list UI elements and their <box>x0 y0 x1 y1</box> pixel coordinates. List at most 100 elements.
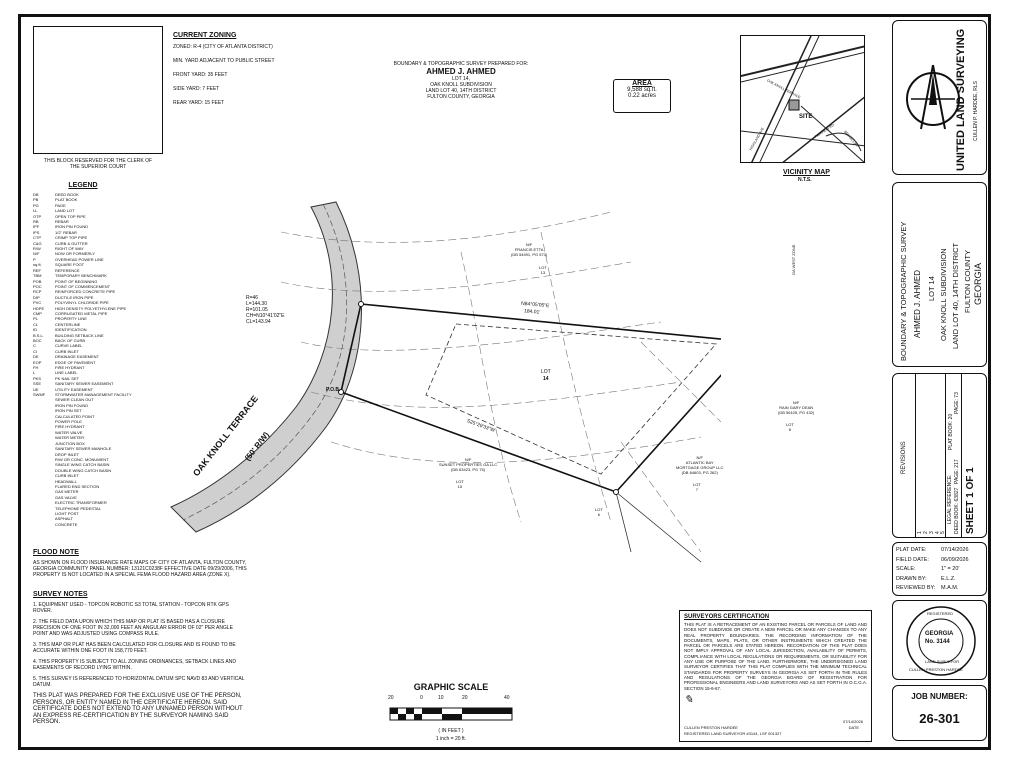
legend-description: R/W OR CONC. MONUMENT <box>55 456 109 462</box>
zoning-line: FRONT YARD: 35 FEET <box>173 72 228 78</box>
legend-abbreviation: SWMF <box>33 392 46 398</box>
legend-abbreviation: PL <box>33 316 38 322</box>
vicinity-map: SITE OAK KNOLL TERRACE FAIRVIEW RD HIGHL… <box>740 35 865 163</box>
plat-info-value: 06/09/2026 <box>941 556 969 563</box>
neighbor-owner: N/F FRANCIS ETTA (DB 54491, PG 573) <box>511 242 548 257</box>
legend-abbreviation: UE <box>33 386 39 392</box>
legend-abbreviation: CI <box>33 348 37 354</box>
seal-box: GEORGIA No. 3144 REGISTERED LAND SURVEYO… <box>892 600 987 680</box>
side-title-line: LAND LOT 40, 14TH DISTRICT <box>951 242 960 349</box>
legend-abbreviation: REF <box>33 267 41 273</box>
legend-abbreviation: POB <box>33 278 42 284</box>
legend-abbreviation <box>33 522 55 527</box>
legend-abbreviation: RB <box>33 219 39 225</box>
zoning-line: SIDE YARD: 7 FEET <box>173 86 220 92</box>
legend-item: ASPHALT <box>33 516 183 521</box>
area-acres: 0.22 acres <box>627 93 657 99</box>
graphic-scale: GRAPHIC SCALE 20 0 10 20 40 ( IN FEET ) … <box>386 682 516 742</box>
building-setback <box>425 323 717 475</box>
curve-data: R=46 L=144.30 R=101.05 CH=N10°41'02"E CL… <box>246 295 285 325</box>
title-land-lot: LAND LOT 40, 14TH DISTRICT <box>425 88 497 94</box>
legend-description: FLARED END SECTION <box>55 483 100 489</box>
legend-item: DROP INLET <box>33 452 183 457</box>
legal-ref-plat-page: PAGE: 73 <box>954 392 960 414</box>
legend-abbreviation: CMP <box>33 310 42 316</box>
scale-unit: ( IN FEET ) <box>438 728 464 734</box>
client-name: AHMED J. AHMED <box>426 67 496 76</box>
legend-abbreviation: TBM <box>33 273 42 279</box>
street-centerline <box>182 203 347 521</box>
area-sqft: 9,588 sq.ft. <box>627 87 657 93</box>
neighbor-lot: LOT 8 <box>786 422 794 432</box>
lot-label: LOT <box>541 369 551 375</box>
job-number-label: JOB NUMBER: <box>911 692 968 701</box>
iron-pin <box>613 489 619 495</box>
zoning-line: ZONED: R-4 (CITY OF ATLANTA DISTRICT) <box>173 44 273 50</box>
legend-description: REINFORCED CONCRETE PIPE <box>55 289 116 295</box>
graphic-scale-title: GRAPHIC SCALE <box>413 682 489 692</box>
scale-tick: 0 <box>420 695 423 701</box>
plat-info-label: PLAT DATE: <box>896 547 927 553</box>
legal-ref-title: LEGAL REFERENCE: <box>947 474 953 524</box>
revisions-box: REVISIONS 1 2 3 4 5 LEGAL REFERENCE: DEE… <box>892 373 987 538</box>
legend-description: HEADWALL <box>55 478 77 484</box>
pob-label: P.O.B. <box>326 387 341 393</box>
certification-date-label: DATE <box>848 725 859 730</box>
plat-info-value: 1" = 20' <box>941 566 960 572</box>
company-logo-box: UNITED LAND SURVEYING CULLEN P. HARDEE, … <box>892 20 987 175</box>
legend-abbreviation: CL <box>33 321 39 327</box>
plat-info-label: SCALE: <box>896 566 916 572</box>
lot-number: 14 <box>543 376 549 382</box>
legend-description: IDENTIFICATION <box>55 327 87 333</box>
legend-item: IRON PIN SET <box>33 408 183 413</box>
seal-state: GEORGIA <box>925 631 954 637</box>
legend-description: DROP INLET <box>55 451 79 457</box>
legend-item: FLARED END SECTION <box>33 484 183 489</box>
plan-drawing <box>170 201 721 563</box>
curve-line: R=46 <box>246 295 259 301</box>
legend-description: WATER METER <box>55 435 85 441</box>
curve-line: L=144.30 <box>246 301 267 307</box>
legend-description: IRON PIN SET <box>55 408 82 414</box>
legend-description: DRAINAGE EASEMENT <box>55 354 100 360</box>
legend-abbreviation: OTP <box>33 213 42 219</box>
plat-info-value: 07/14/2026 <box>941 547 969 553</box>
legend-item: CONCRETE <box>33 522 183 527</box>
legend-abbreviation: CTP <box>33 235 41 241</box>
side-title-line: LOT 14 <box>927 276 936 301</box>
legend-abbreviation: SSE <box>33 381 42 387</box>
legend-description: LAND LOT <box>55 208 75 214</box>
seal-number: No. 3144 <box>925 639 950 645</box>
company-name: UNITED LAND SURVEYING <box>955 28 967 171</box>
seal-top: REGISTERED <box>927 611 954 616</box>
title-county: FULTON COUNTY, GEORGIA <box>427 94 495 100</box>
legend-abbreviation: IPF <box>33 224 40 230</box>
legend-item: CALCULATED POINT <box>33 414 183 419</box>
legend-description: WATER VALVE <box>55 429 83 435</box>
flood-note-title: FLOOD NOTE <box>33 549 79 556</box>
revision-number: 5 <box>940 531 946 534</box>
legend-item: FIRE HYDRANT <box>33 424 183 429</box>
legend-abbreviation: PG <box>33 202 39 208</box>
legend-abbreviation: POC <box>33 283 42 289</box>
legend-description: SINGLE WING CATCH BASIN <box>55 462 110 468</box>
legend-description: IRON PIN FOUND <box>55 402 89 408</box>
iron-pin <box>358 301 364 307</box>
signature: ✎ <box>684 692 694 706</box>
legend-title: LEGEND <box>68 182 98 189</box>
seal-name: CULLEN PRESTON HARDEE <box>909 667 963 672</box>
prepared-for: BOUNDARY & TOPOGRAPHIC SURVEY PREPARED F… <box>393 61 529 67</box>
scale-tick: 20 <box>388 695 394 701</box>
plat-info-row: REVIEWED BY:M.A.M. <box>896 584 983 594</box>
